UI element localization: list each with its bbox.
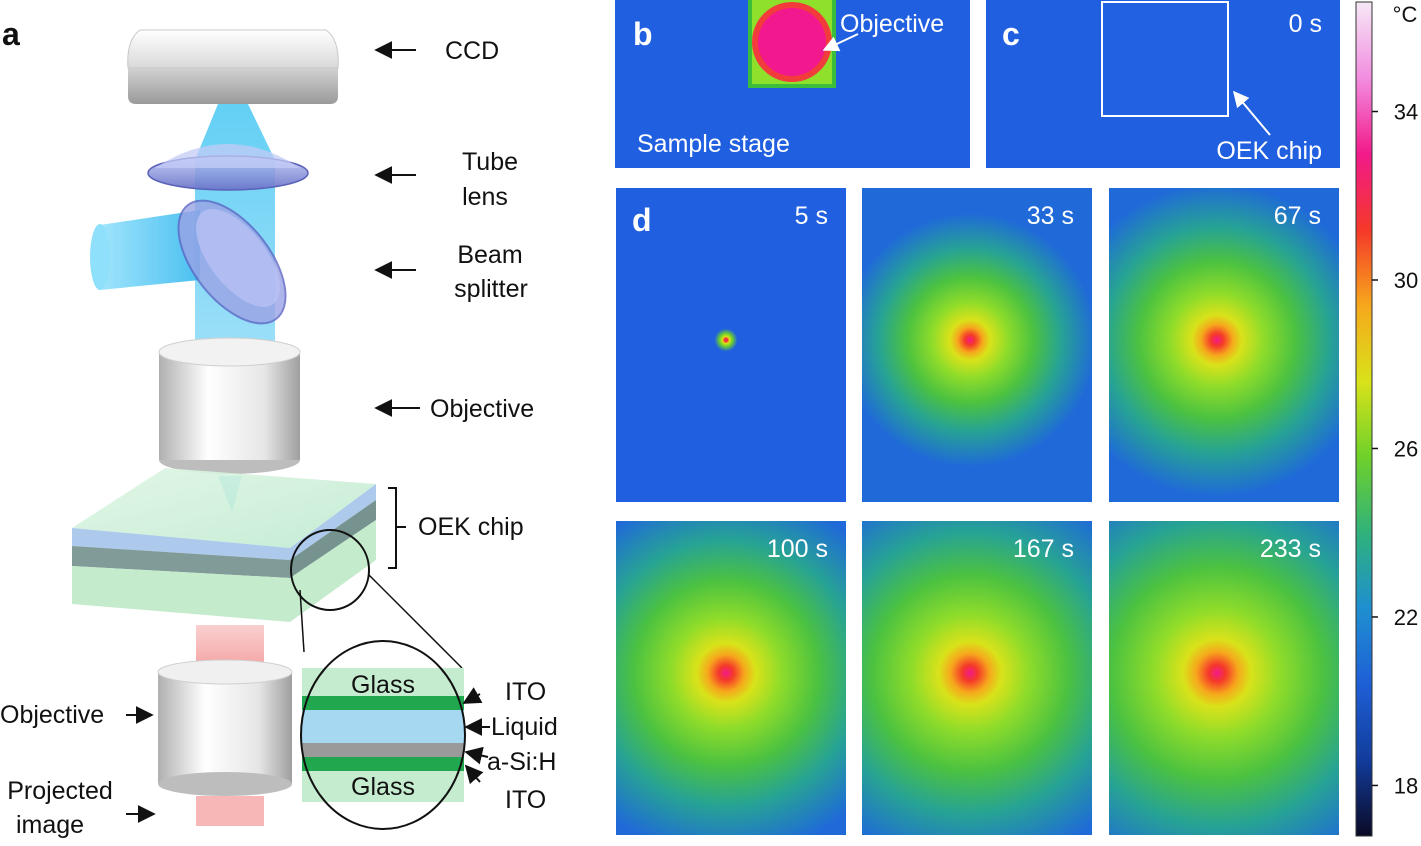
frame-time-label: 33 s — [1027, 202, 1074, 230]
ito-top-layer — [302, 696, 464, 710]
oek-chip-outline — [1101, 1, 1229, 117]
colorbar-tick-label: 30 — [1394, 268, 1418, 293]
liquid-layer — [302, 710, 464, 743]
colorbar: °C 34 30 26 22 18 — [1355, 1, 1418, 837]
thermal-heat-map — [1109, 521, 1339, 835]
frame-time-label: 67 s — [1274, 202, 1321, 230]
frame-time-label: 233 s — [1260, 535, 1321, 563]
panel-d-letter: d — [632, 202, 652, 238]
thermal-heat-map — [862, 521, 1092, 835]
zoom-callout — [290, 529, 463, 669]
objective-upper-label: Objective — [430, 395, 534, 423]
thermal-heat-map — [1109, 188, 1339, 502]
layer-inset: Glass Glass — [300, 640, 466, 830]
frame-time-label: 100 s — [767, 535, 828, 563]
inset-glass-bottom: Glass — [351, 773, 415, 801]
colorbar-tick-label: 34 — [1394, 100, 1418, 125]
thermal-heat-map — [616, 521, 846, 835]
oek-bracket — [388, 487, 397, 569]
colorbar-unit: °C — [1393, 2, 1418, 27]
tube-lens-label-line2: lens — [462, 183, 508, 211]
oek-chip-label: OEK chip — [418, 513, 524, 541]
panel-a: a — [0, 16, 558, 839]
colorbar-gradient — [1355, 1, 1373, 837]
panel-c-time: 0 s — [1289, 10, 1322, 38]
inset-glass-top: Glass — [351, 671, 415, 699]
panel-b-stage-label: Sample stage — [637, 130, 790, 158]
projected-image-label-line1: Projected — [7, 777, 113, 805]
panel-c: c 0 s OEK chip — [986, 0, 1340, 168]
tube-lens-label-line1: Tube — [462, 148, 518, 176]
colorbar-tick-label: 18 — [1394, 773, 1418, 798]
objective-lower-label: Objective — [0, 701, 104, 729]
inset-labels: ITO Liquid a-Si:H ITO — [462, 678, 558, 814]
thermal-frames: 5 s 33 s 67 s 100 s 167 s 233 s — [616, 188, 1339, 835]
thermal-heat-map — [862, 188, 1092, 502]
projected-beam — [196, 796, 264, 826]
inset-ito-top-label: ITO — [505, 678, 546, 706]
panel-c-letter: c — [1002, 16, 1020, 52]
panel-d: 5 s 33 s 67 s 100 s 167 s 233 s d — [616, 188, 1339, 835]
ito-bottom-layer — [302, 757, 464, 771]
beam-splitter — [177, 199, 287, 325]
tube-lens — [147, 144, 309, 191]
panel-b-objective-label: Objective — [840, 10, 944, 38]
inset-ito-bottom-label: ITO — [505, 786, 546, 814]
beam-splitter-label-line2: splitter — [454, 275, 528, 303]
panel-a-letter: a — [2, 16, 20, 52]
projected-image-label-line2: image — [16, 811, 84, 839]
colorbar-tick-label: 22 — [1394, 605, 1418, 630]
colorbar-ticks: 34 30 26 22 18 — [1372, 100, 1418, 798]
panel-c-chip-label: OEK chip — [1216, 137, 1322, 165]
inset-asih-label: a-Si:H — [487, 748, 556, 776]
oek-chip — [72, 468, 376, 622]
ccd-camera — [127, 29, 339, 104]
colorbar-tick-label: 26 — [1394, 436, 1418, 461]
thermal-heat-map — [616, 188, 846, 502]
panel-b: b Objective Sample stage — [615, 0, 970, 168]
lower-objective — [157, 625, 293, 826]
upper-objective — [158, 337, 301, 474]
inset-liquid-label: Liquid — [491, 713, 558, 741]
component-labels: CCD Tube lens Beam splitter Objective OE… — [0, 37, 534, 839]
beam-splitter-label-line1: Beam — [457, 241, 522, 269]
side-beam — [100, 210, 200, 290]
asih-layer — [302, 743, 464, 757]
frame-time-label: 167 s — [1013, 535, 1074, 563]
frame-time-label: 5 s — [795, 202, 828, 230]
ccd-label: CCD — [445, 37, 499, 65]
panel-b-letter: b — [633, 16, 653, 52]
